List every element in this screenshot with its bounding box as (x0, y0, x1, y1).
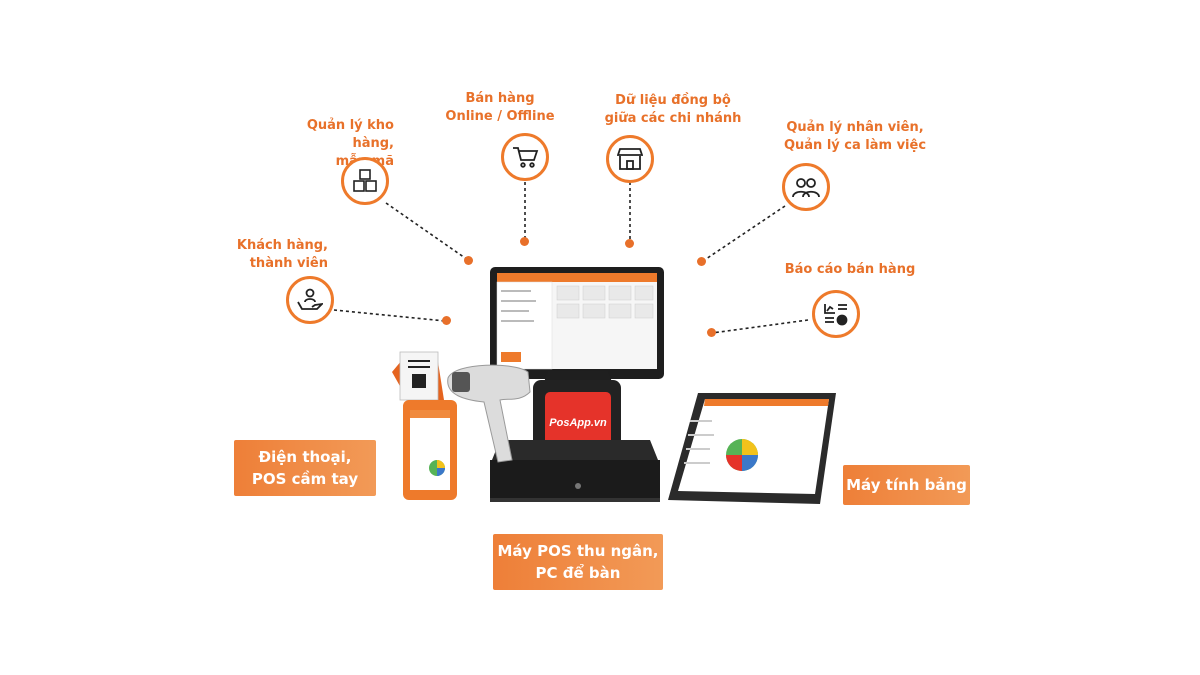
barcode-scanner (447, 364, 531, 463)
tablet-device (668, 393, 836, 504)
customer-hand-icon (297, 288, 323, 310)
handheld-pos (392, 351, 457, 500)
dot-reports (707, 328, 716, 337)
users-icon (792, 178, 820, 198)
callout-phone: Điện thoại, POS cầm tay (234, 440, 376, 496)
pos-monitor (490, 267, 664, 379)
report-chart-icon (824, 304, 848, 326)
dot-customers (442, 316, 451, 325)
posapp-logo: PosApp.vn (549, 417, 607, 429)
connector-staff (702, 205, 786, 262)
feature-staff-circle (782, 163, 830, 211)
connector-customers (333, 309, 446, 322)
feature-warehouse-circle (341, 157, 389, 205)
shopping-cart-icon (513, 147, 539, 168)
callout-pos: Máy POS thu ngân, PC để bàn (493, 534, 663, 590)
feature-customers-circle (286, 276, 334, 324)
connector-reports (711, 319, 809, 334)
feature-sales-circle (501, 133, 549, 181)
feature-sync-circle (606, 135, 654, 183)
cash-drawer (490, 440, 660, 502)
feature-sales-label: Bán hàng Online / Offline (445, 91, 555, 124)
dot-sync (625, 239, 634, 248)
pos-stand: PosApp.vn (533, 371, 621, 458)
feature-staff-label: Quản lý nhân viên, Quản lý ca làm việc (783, 120, 927, 153)
callout-tablet: Máy tính bảng (843, 465, 970, 505)
storefront-icon (617, 148, 643, 170)
boxes-icon (353, 169, 377, 192)
dot-warehouse (464, 256, 473, 265)
feature-reports-circle (812, 290, 860, 338)
dot-sales (520, 237, 529, 246)
dot-staff (697, 257, 706, 266)
feature-reports-label: Báo cáo bán hàng (784, 262, 916, 277)
connector-warehouse (385, 202, 469, 261)
svg-text:PosApp.vn: PosApp.vn (549, 417, 607, 429)
feature-customers-label: Khách hàng, thành viên (236, 238, 328, 271)
feature-sync-label: Dữ liệu đồng bộ giữa các chi nhánh (604, 93, 742, 126)
